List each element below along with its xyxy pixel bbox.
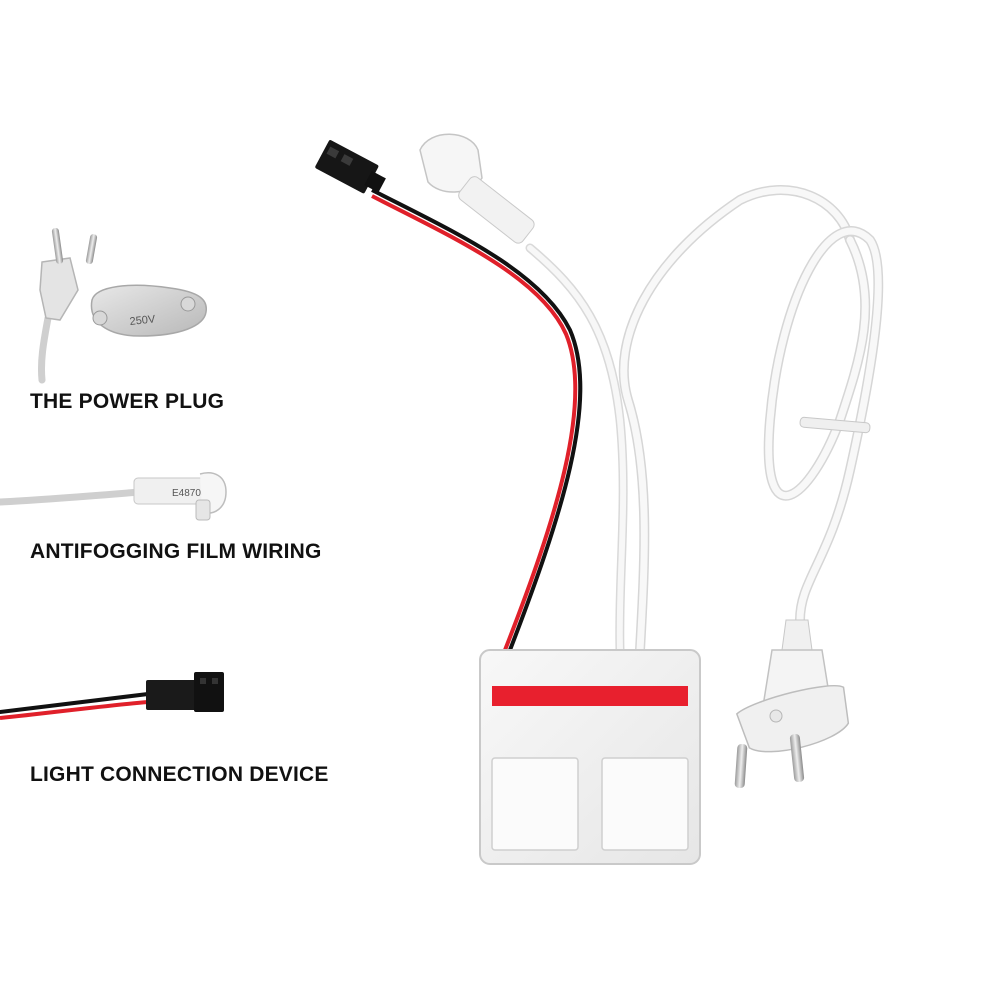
cable-marking-text: E48704	[172, 488, 207, 499]
power-plug-label: THE POWER PLUG	[30, 390, 225, 413]
power-plug-image: 250V	[38, 228, 208, 384]
red-strip	[492, 686, 688, 706]
switch-box	[479, 649, 701, 865]
switch-button-left	[491, 757, 579, 851]
antifogging-connector-image: E48704	[0, 472, 227, 521]
light-connector-image	[0, 672, 224, 720]
main-wires	[371, 185, 884, 655]
main-power-plug	[734, 619, 850, 789]
main-light-connector	[315, 140, 386, 194]
main-antifog-connector	[419, 133, 535, 244]
antifogging-label: ANTIFOGGING FILM WIRING	[30, 540, 322, 563]
switch-button-right	[601, 757, 689, 851]
light-connection-label: LIGHT CONNECTION DEVICE	[30, 763, 329, 786]
plug-rating-text: 250V	[129, 313, 156, 328]
